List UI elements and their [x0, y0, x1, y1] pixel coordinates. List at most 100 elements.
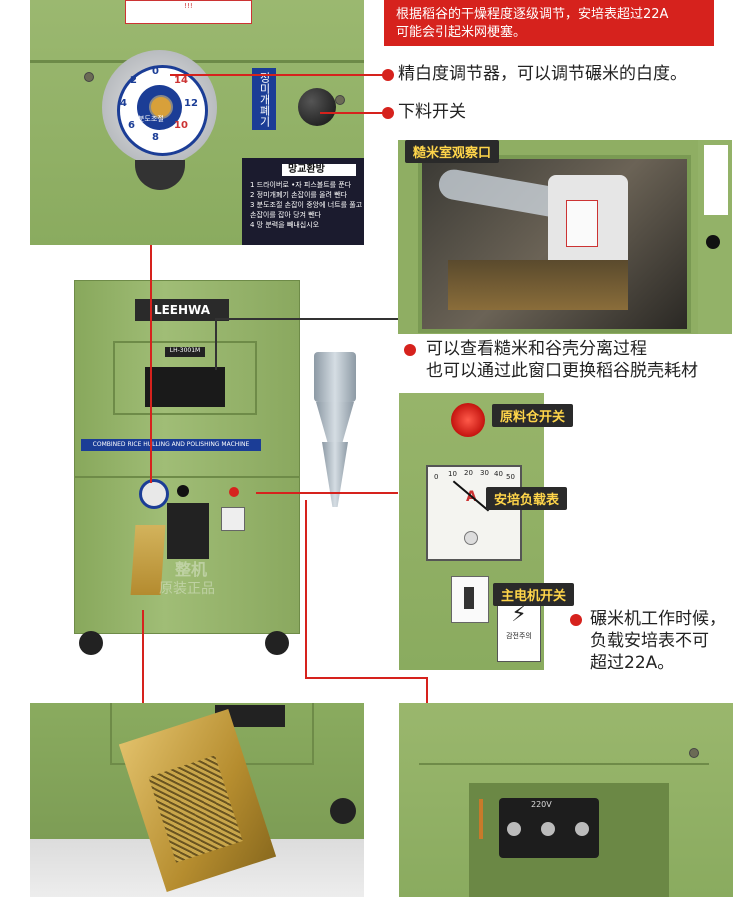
- discharge-knob[interactable]: [298, 88, 336, 126]
- dial-number: 12: [184, 98, 198, 109]
- dial-number: 8: [152, 132, 159, 143]
- watermark: 原装正品: [159, 581, 215, 597]
- terminal-screw[interactable]: [507, 822, 521, 836]
- rice-machine: LEEHWA LH-3001M COMBINED RICE HULLING AN…: [74, 280, 300, 655]
- discharge-callout: 下料开关: [398, 102, 466, 122]
- dial-closeup-photo: !!! 0 2 4 6 8 10 12 14 분도조절 정미개폐기 망교환방 1…: [30, 0, 364, 245]
- side-sticker: [704, 145, 728, 215]
- terminal-screw[interactable]: [541, 822, 555, 836]
- warning-text: 감전주의: [506, 632, 532, 640]
- dial-spout: [135, 160, 185, 190]
- machine-ammeter: [221, 507, 245, 531]
- connector-line: [426, 677, 428, 703]
- cyclone-separator: [304, 352, 360, 512]
- terminal-voltage: 220V: [531, 800, 552, 809]
- instruction-panel: 망교환방 1 드라이버로 •자 피스볼트를 푼다 2 정미개폐기 손잡이를 올려…: [242, 158, 364, 245]
- ammeter-tag: 安培负载表: [486, 487, 568, 510]
- terminal-screw[interactable]: [575, 822, 589, 836]
- grain-pile: [448, 260, 628, 310]
- model-badge: LH-3001M: [165, 347, 205, 357]
- ammeter-adjust[interactable]: [464, 531, 478, 545]
- working-callout: 负载安培表不可: [590, 631, 709, 651]
- front-window: [145, 367, 225, 407]
- warning-sticker: !!!: [125, 0, 252, 24]
- dial-number: 10: [174, 120, 188, 131]
- whiteness-callout: 精白度调节器，可以调节碾米的白度。: [398, 64, 687, 84]
- main-motor-switch[interactable]: [451, 576, 489, 623]
- connector-line: [305, 500, 307, 678]
- terminal-photo: 220V: [399, 703, 733, 897]
- top-note-line: 可能会引起米网梗塞。: [396, 25, 527, 40]
- connector-line: [256, 492, 398, 494]
- caster-wheel: [265, 631, 289, 655]
- hopper-switch[interactable]: [451, 403, 485, 437]
- connector-line: [215, 318, 398, 320]
- window-frame: LH-3001M: [113, 341, 257, 415]
- chute-photo: [30, 703, 364, 897]
- observation-callout: 可以查看糙米和谷壳分离过程: [426, 339, 647, 359]
- whiteness-dial[interactable]: 0 2 4 6 8 10 12 14 분도조절: [102, 50, 217, 165]
- observation-photo: [398, 140, 732, 334]
- instruction-title: 망교환방: [282, 164, 356, 176]
- callout-dot: [570, 614, 582, 626]
- dial-face: [117, 65, 208, 156]
- ammeter-scale: 30: [480, 469, 489, 477]
- cover-edge: [419, 703, 709, 765]
- callout-line: [170, 74, 386, 76]
- ammeter-scale: 0: [434, 473, 439, 481]
- side-knob[interactable]: [706, 235, 720, 249]
- main-motor-switch-tag: 主电机开关: [493, 583, 575, 606]
- panel-seam: [75, 476, 299, 478]
- callout-dot: [404, 344, 416, 356]
- working-callout: 碾米机工作时候，: [590, 609, 726, 629]
- dial-number: 2: [130, 75, 137, 86]
- side-label: 정미개폐기: [252, 68, 276, 130]
- instruction-item: 1 드라이버로 •자 피스볼트를 푼다: [250, 181, 352, 189]
- watermark: 整机: [175, 560, 208, 579]
- callout-dot: [382, 107, 394, 119]
- instruction-item: 3 분도조절 손잡이 중앙에 너트를 풀고: [250, 201, 363, 209]
- callout-line: [320, 112, 386, 114]
- control-panel-photo: A 0 10 20 30 40 50 ⚡ 감전주의: [399, 393, 544, 670]
- hopper-switch-tag: 原料仓开关: [492, 404, 574, 427]
- machine-subtitle: COMBINED RICE HULLING AND POLISHING MACH…: [81, 439, 261, 451]
- dial-number: 4: [120, 98, 127, 109]
- top-note-line: 根据稻谷的干燥程度逐级调节，安培表超过22A: [396, 7, 669, 22]
- ammeter-gauge: A 0 10 20 30 40 50: [426, 465, 522, 561]
- working-callout: 超过22A。: [590, 653, 675, 673]
- dial-number: 0: [152, 66, 159, 77]
- machine-knob[interactable]: [177, 485, 189, 497]
- machine-label: [167, 503, 209, 559]
- ammeter-scale: 10: [448, 470, 457, 478]
- instruction-item: 4 망 분력을 빼내십시오: [250, 221, 320, 229]
- connector-line: [215, 318, 217, 370]
- instruction-item: 손잡이를 잡아 당겨 뺀다: [250, 211, 322, 219]
- panel-seam: [30, 60, 364, 63]
- connector-line: [142, 610, 144, 703]
- ammeter-needle: [452, 480, 490, 512]
- chute-mesh: [148, 755, 243, 863]
- connector-line: [150, 245, 152, 483]
- caster-wheel: [330, 798, 356, 824]
- caster-wheel: [79, 631, 103, 655]
- dial-center-label: 분도조절: [138, 115, 164, 123]
- wire: [479, 799, 483, 839]
- inner-label: [566, 200, 598, 247]
- brown-rice-window-tag: 糙米室观察口: [405, 140, 500, 163]
- connector-line: [305, 677, 427, 679]
- brand-plate: LEEHWA: [135, 299, 229, 321]
- machine-red-switch[interactable]: [229, 487, 239, 497]
- dial-nut: [149, 95, 173, 119]
- warning-label: ⚡ 감전주의: [497, 598, 541, 662]
- dial-number: 6: [128, 120, 135, 131]
- terminal-block: 220V: [499, 798, 599, 858]
- dial-number: 14: [174, 75, 188, 86]
- observation-callout: 也可以通过此窗口更换稻谷脱壳耗材: [426, 361, 698, 381]
- ammeter-scale: 50: [506, 473, 515, 481]
- ammeter-scale: 40: [494, 470, 503, 478]
- machine-dial[interactable]: [139, 479, 169, 509]
- top-note: 根据稻谷的干燥程度逐级调节，安培表超过22A 可能会引起米网梗塞。: [384, 0, 714, 46]
- callout-dot: [382, 69, 394, 81]
- ammeter-scale: 20: [464, 469, 473, 477]
- instruction-item: 2 정미개폐기 손잡이를 올려 뺀다: [250, 191, 348, 199]
